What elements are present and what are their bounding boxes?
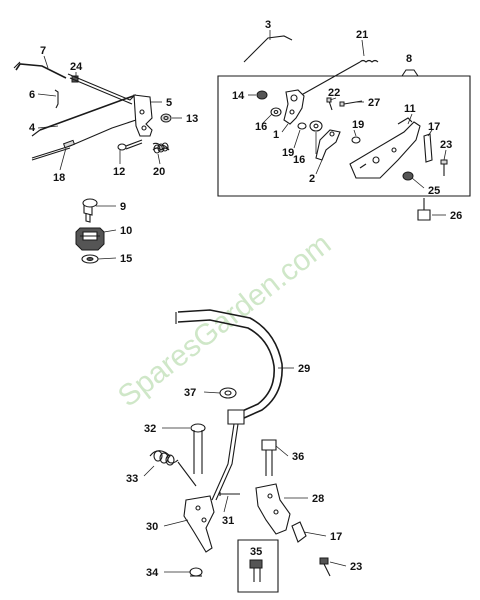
part-labels: 7 24 6 4 5 13 12 20 18 9 10 15 3 21 8 14…: [29, 19, 462, 579]
watermark: SparesGarden.com: [112, 227, 337, 413]
label-part-23a: 23: [440, 139, 452, 151]
part-21-spring-rod: [295, 59, 379, 99]
part-6-pin: [54, 89, 59, 109]
part-25-nut: [402, 171, 414, 181]
label-part-4: 4: [29, 122, 36, 134]
part-37-washer: [219, 387, 237, 399]
part-17a-clip: [423, 133, 433, 163]
upper-link-bar: [67, 73, 135, 105]
part-5-bracket: [133, 94, 153, 137]
part-7-rod: [13, 61, 67, 79]
label-part-22: 22: [328, 87, 340, 99]
part-16a-washer: [270, 107, 282, 117]
part-2-link: [315, 129, 341, 161]
label-part-19a: 19: [282, 147, 294, 159]
part-14-nut: [256, 90, 268, 100]
leader-lines: [37, 30, 447, 573]
label-part-19b: 19: [352, 119, 364, 131]
part-15-washer: [81, 254, 99, 264]
part-13-nut: [160, 113, 172, 123]
label-part-36: 36: [292, 451, 304, 463]
part-33-spring: [149, 450, 197, 487]
label-part-28: 28: [312, 493, 324, 505]
label-part-37: 37: [184, 387, 196, 399]
part-17b-clip: [291, 521, 307, 543]
label-part-33: 33: [126, 473, 138, 485]
label-part-3: 3: [265, 19, 271, 31]
label-part-9: 9: [120, 201, 126, 213]
part-20-spring: [152, 142, 170, 154]
link-rod: [211, 423, 239, 501]
part-35-box: [237, 539, 279, 593]
label-part-24: 24: [70, 61, 83, 73]
label-part-17b: 17: [330, 531, 342, 543]
label-part-15: 15: [120, 253, 132, 265]
part-9-stud: [82, 198, 98, 223]
part-3-cable: [243, 35, 293, 63]
part-32-bolt: [190, 423, 206, 474]
label-part-26: 26: [450, 210, 462, 222]
top-left-assembly: [13, 61, 172, 161]
part-1-lever: [283, 89, 305, 125]
part-18-cable: [31, 119, 137, 161]
part-28-bracket: [255, 483, 291, 535]
label-part-25: 25: [428, 185, 440, 197]
part-16b-washer: [309, 120, 323, 132]
label-part-31: 31: [222, 515, 234, 527]
label-part-14: 14: [232, 90, 245, 102]
label-part-17a: 17: [428, 121, 440, 133]
knob-group: [75, 198, 105, 264]
part-4-rod: [31, 94, 137, 137]
label-part-16b: 16: [293, 154, 305, 166]
part-34-washer: [189, 567, 203, 577]
part-26-bolt: [417, 198, 431, 221]
part-10-knob: [75, 227, 105, 251]
part-19a-washer: [297, 122, 307, 130]
label-part-35: 35: [250, 546, 262, 558]
label-part-18: 18: [53, 172, 65, 184]
label-part-12: 12: [113, 166, 125, 178]
label-part-6: 6: [29, 89, 35, 101]
label-part-1: 1: [273, 129, 279, 141]
part-36-bolt: [261, 439, 277, 476]
label-part-29: 29: [298, 363, 310, 375]
label-part-20: 20: [153, 166, 165, 178]
label-part-30: 30: [146, 521, 158, 533]
label-part-5: 5: [166, 97, 172, 109]
label-part-32: 32: [144, 423, 156, 435]
part-27-pin: [339, 100, 363, 107]
part-29-band: [175, 309, 283, 425]
part-11-plate: [349, 117, 421, 179]
label-part-23b: 23: [350, 561, 362, 573]
label-part-10: 10: [120, 225, 132, 237]
part-30-lever: [183, 495, 215, 553]
part-31-pin: [219, 492, 240, 496]
part-19b-washer: [351, 136, 361, 144]
part-23b-screw: [319, 557, 331, 577]
label-part-21: 21: [356, 29, 368, 41]
label-part-34: 34: [146, 567, 159, 579]
label-part-8: 8: [406, 53, 412, 65]
lower-assembly: [149, 309, 331, 593]
label-part-7: 7: [40, 45, 46, 57]
label-part-13: 13: [186, 113, 198, 125]
label-part-2: 2: [309, 173, 315, 185]
kit-8-box: [217, 35, 471, 197]
label-part-11: 11: [404, 103, 416, 115]
part-12-screw: [117, 139, 143, 151]
label-part-16a: 16: [255, 121, 267, 133]
part-23a-screw: [440, 159, 448, 176]
label-part-27: 27: [368, 97, 380, 109]
